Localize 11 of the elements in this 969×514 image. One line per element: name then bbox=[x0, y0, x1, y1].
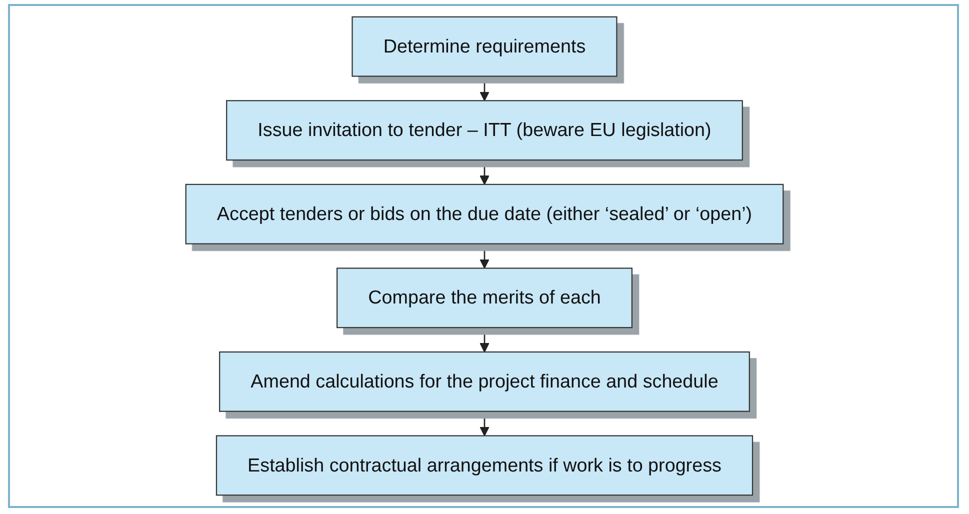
arrow bbox=[480, 160, 490, 185]
node-box: Establish contractual arrangements if work is to progress bbox=[216, 435, 754, 496]
arrow bbox=[480, 328, 490, 352]
arrow bbox=[480, 411, 490, 436]
node-box: Issue invitation to tender – ITT (beware EU legislation) bbox=[226, 100, 743, 161]
arrow bbox=[480, 244, 490, 269]
node-box: Determine requirements bbox=[352, 16, 618, 77]
node-box: Amend calculations for the project finance and schedule bbox=[219, 351, 750, 412]
node-box: Compare the merits of each bbox=[336, 268, 632, 328]
arrow bbox=[480, 76, 490, 102]
node-box: Accept tenders or bids on the due date (either ‘sealed’ or ‘open’) bbox=[185, 184, 784, 244]
